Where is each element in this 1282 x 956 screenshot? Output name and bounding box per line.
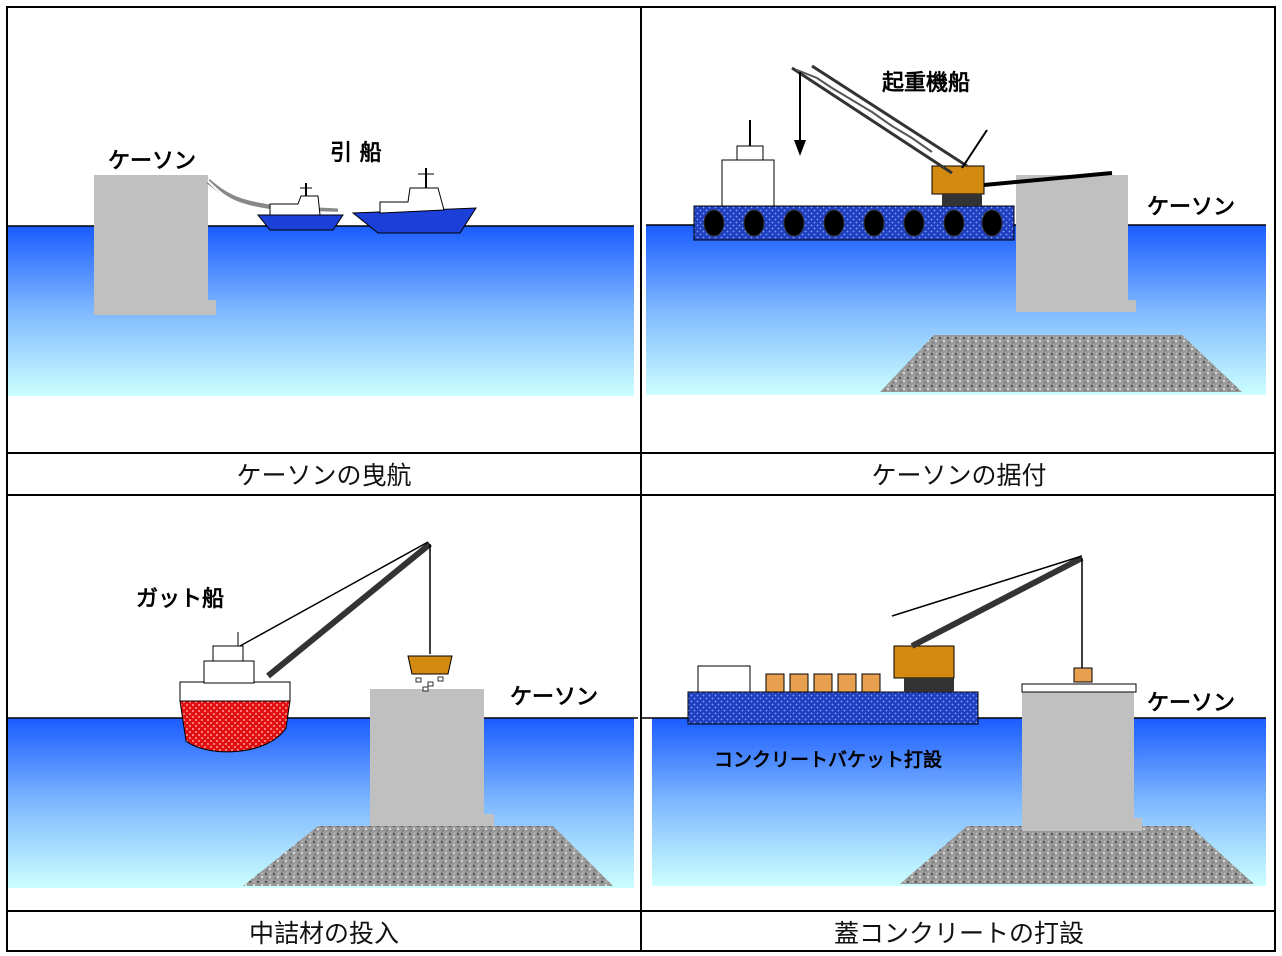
- caisson-label: ケーソン: [108, 149, 196, 174]
- towing-scene: ケーソン 引 船: [8, 8, 638, 452]
- concrete-barge: [687, 555, 1093, 725]
- caisson: [1016, 175, 1128, 312]
- rubble-mound: [900, 826, 1254, 884]
- crane-barge: [693, 64, 1113, 241]
- tugboat-small: [256, 183, 344, 231]
- installation-scene: 起重機船 ケーソン: [642, 8, 1274, 452]
- caption-installation: ケーソンの据付: [871, 461, 1047, 490]
- caption-divider-top: [6, 452, 1276, 454]
- caption-towing: ケーソンの曳航: [236, 461, 412, 490]
- caption-cap-concrete: 蓋コンクリートの打設: [833, 919, 1084, 948]
- caisson-label: ケーソン: [510, 685, 598, 710]
- row-divider: [6, 494, 1276, 496]
- grab-ship: [179, 541, 453, 753]
- caisson-label: ケーソン: [1147, 691, 1235, 716]
- filling-scene: ガット船 ケーソン: [8, 496, 638, 910]
- caisson-label: ケーソン: [1147, 195, 1235, 220]
- crane-ship-label: 起重機船: [881, 70, 970, 96]
- bucket-label: コンクリートバケット打設: [714, 748, 943, 771]
- caption-divider-bottom: [6, 910, 1276, 912]
- tug-label: 引 船: [330, 140, 382, 166]
- caisson: [94, 175, 208, 315]
- rubble-mound: [243, 826, 613, 886]
- rubble-mound: [880, 335, 1242, 392]
- caisson: [1022, 691, 1134, 831]
- cap-concrete-scene: コンクリートバケット打設 ケーソン: [642, 496, 1274, 910]
- caption-filling: 中詰材の投入: [248, 919, 399, 948]
- grab-ship-label: ガット船: [136, 586, 224, 612]
- tugboat-large: [351, 168, 477, 234]
- vertical-divider: [640, 6, 642, 952]
- caisson: [370, 689, 484, 826]
